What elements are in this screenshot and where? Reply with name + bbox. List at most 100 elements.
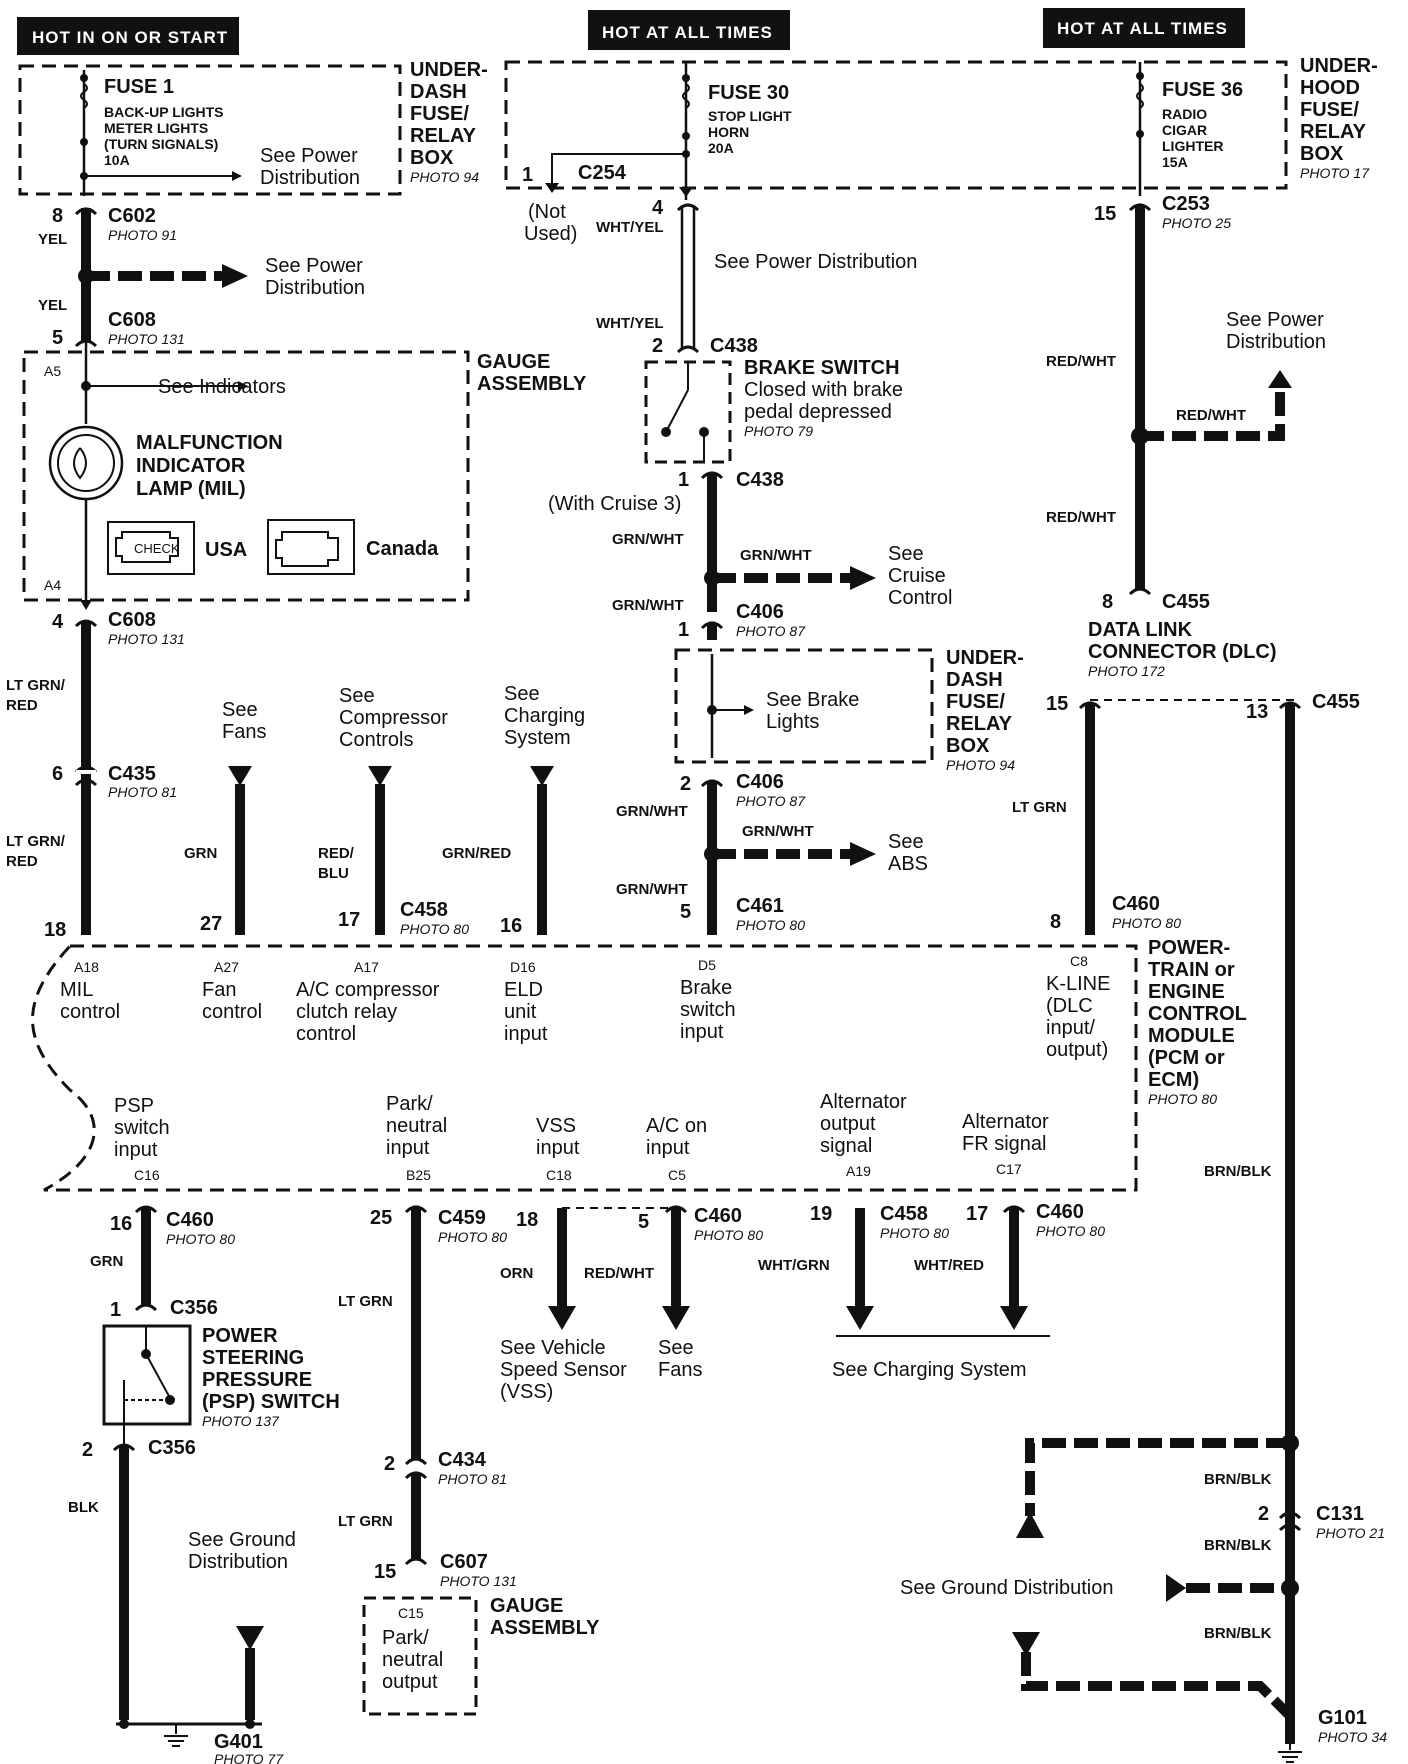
wire-color: LT GRN xyxy=(338,1293,393,1310)
photo-ref: PHOTO 77 xyxy=(214,1751,284,1764)
connector-c460: C460 xyxy=(694,1205,742,1227)
connector-c608: C608 xyxy=(108,309,156,331)
right-wires xyxy=(1085,206,1300,1744)
gauge-assembly-title: ASSEMBLY xyxy=(477,373,587,395)
fuse-circuit-label: CIGAR xyxy=(1162,122,1207,138)
pcm-function-label: input xyxy=(114,1139,158,1161)
see-charging-link: See Charging System xyxy=(832,1359,1027,1381)
pcm-function-label: neutral xyxy=(386,1115,447,1137)
connector-c406: C406 xyxy=(736,601,784,623)
ground-g101-icon xyxy=(1278,1744,1302,1763)
photo-ref: PHOTO 80 xyxy=(1112,915,1181,931)
connector-c458: C458 xyxy=(400,899,448,921)
pcm-function-label: FR signal xyxy=(962,1133,1046,1155)
wire-color: LT GRN xyxy=(1012,799,1067,816)
photo-ref: PHOTO 80 xyxy=(694,1227,763,1243)
pin-number: 16 xyxy=(110,1213,132,1235)
photo-ref: PHOTO 131 xyxy=(108,331,185,347)
pcm-function-label: (DLC xyxy=(1046,995,1093,1017)
pin-b25: B25 xyxy=(406,1167,431,1183)
wire-color: RED xyxy=(6,697,38,714)
ground-g401-icon xyxy=(164,1724,188,1747)
dlc-title: DATA LINK xyxy=(1088,619,1193,641)
pin-number: 8 xyxy=(1050,911,1061,933)
pcm-title: POWER- xyxy=(1148,937,1230,959)
pin-number: 2 xyxy=(384,1453,395,1475)
brake-switch-desc: Closed with brake xyxy=(744,379,903,401)
see-vss-link: (VSS) xyxy=(500,1381,553,1403)
header-hot-at-all-times-1: HOT AT ALL TIMES xyxy=(588,10,790,50)
pcm-function-label: input xyxy=(504,1023,548,1045)
see-cruise-link: Cruise xyxy=(888,565,946,587)
connector-c460: C460 xyxy=(166,1209,214,1231)
underdash-fuse-box-2 xyxy=(504,60,1288,200)
fuse-amp-label: 10A xyxy=(104,152,130,168)
connector-c254: C254 xyxy=(578,162,627,184)
pin-number: 1 xyxy=(678,619,689,641)
box-title: UNDER- xyxy=(410,59,488,81)
gauge-assembly-title: GAUGE xyxy=(477,351,550,373)
header-hot-at-all-times-2: HOT AT ALL TIMES xyxy=(1043,8,1245,48)
pcm-function-label: input xyxy=(680,1021,724,1043)
box-title: RELAY xyxy=(410,125,477,147)
box-title: DASH xyxy=(946,669,1003,691)
see-vss-link: See Vehicle xyxy=(500,1337,606,1359)
photo-ref: PHOTO 81 xyxy=(108,784,177,800)
pin-number: 1 xyxy=(522,164,533,186)
fuse-circuit-label: BACK-UP LIGHTS xyxy=(104,104,224,120)
photo-ref: PHOTO 21 xyxy=(1316,1525,1385,1541)
photo-ref: PHOTO 94 xyxy=(946,757,1015,773)
see-power-dist-link: Distribution xyxy=(265,277,365,299)
wire-color: GRN xyxy=(184,845,217,862)
pcm-function-label: input xyxy=(386,1137,430,1159)
header-label: HOT AT ALL TIMES xyxy=(1057,19,1228,38)
pcm-function-label: control xyxy=(202,1001,262,1023)
fuse-30-label: FUSE 30 xyxy=(708,82,789,104)
pin-number: 19 xyxy=(810,1203,832,1225)
wire-color: RED/WHT xyxy=(1176,407,1246,424)
see-fans-link: See xyxy=(658,1337,694,1359)
pcm-function-label: Park/ xyxy=(386,1093,433,1115)
wire-color: GRN xyxy=(90,1253,123,1270)
not-used-label: (Not xyxy=(528,201,566,223)
pcm-title: MODULE xyxy=(1148,1025,1235,1047)
pcm-function-label: Alternator xyxy=(820,1091,907,1113)
pin-number: 27 xyxy=(200,913,222,935)
fuse-node xyxy=(80,74,88,82)
pcm-function-label: A/C on xyxy=(646,1115,707,1137)
psp-switch-title: (PSP) SWITCH xyxy=(202,1391,340,1413)
box-title: FUSE/ xyxy=(946,691,1005,713)
wire-color: BLU xyxy=(318,865,349,882)
pin-number: 4 xyxy=(52,611,64,633)
check-engine-usa-icon: CHECK xyxy=(107,521,195,575)
wire-color: BRN/BLK xyxy=(1204,1163,1272,1180)
pin-number: 15 xyxy=(1094,203,1116,225)
dlc-title: CONNECTOR (DLC) xyxy=(1088,641,1277,663)
pcm-function-label: Alternator xyxy=(962,1111,1049,1133)
ground-g101-label: G101 xyxy=(1318,1707,1367,1729)
connector-c438: C438 xyxy=(710,335,758,357)
pcm-function-label: clutch relay xyxy=(296,1001,397,1023)
psp-switch-title: STEERING xyxy=(202,1347,304,1369)
pcm-function-label: switch xyxy=(114,1117,170,1139)
wire-color: WHT/YEL xyxy=(596,315,664,332)
connector-c460: C460 xyxy=(1036,1201,1084,1223)
pcm-box xyxy=(31,944,1138,1192)
fuse-circuit-label: LIGHTER xyxy=(1162,138,1223,154)
pin-number: 15 xyxy=(374,1561,396,1583)
pin-a18: A18 xyxy=(74,959,99,975)
pin-number: 17 xyxy=(966,1203,988,1225)
box-title: RELAY xyxy=(946,713,1013,735)
brake-switch-title: BRAKE SWITCH xyxy=(744,357,900,379)
gauge-assembly-title: ASSEMBLY xyxy=(490,1617,600,1639)
psp-switch-title: POWER xyxy=(202,1325,278,1347)
fuse-circuit-label: HORN xyxy=(708,124,749,140)
wire-color: RED/ xyxy=(318,845,355,862)
park-neutral-output-label: neutral xyxy=(382,1649,443,1671)
pcm-function-label: output) xyxy=(1046,1039,1108,1061)
pcm-function-label: input xyxy=(646,1137,690,1159)
connector-c253: C253 xyxy=(1162,193,1210,215)
wire-color: GRN/WHT xyxy=(616,803,688,820)
pcm-function-label: signal xyxy=(820,1135,872,1157)
connector-c406: C406 xyxy=(736,771,784,793)
